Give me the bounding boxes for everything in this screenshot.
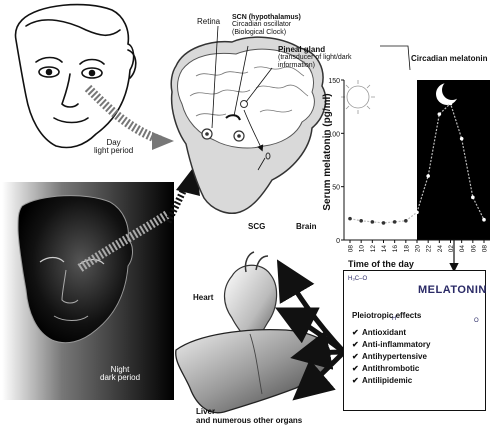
effects-list: ✔Antioxidant✔Anti-inflammatory✔Antihyper… [352, 327, 430, 387]
x-tick-label: 22 [426, 245, 433, 253]
x-tick-label: 16 [392, 245, 399, 253]
data-point [415, 210, 419, 215]
day-label-period: light period [94, 146, 134, 156]
heart-label: Heart [193, 293, 214, 302]
day-label-title: Day [106, 138, 121, 147]
x-tick-label: 20 [415, 245, 422, 253]
check-icon: ✔ [352, 352, 359, 361]
scn-label: SCN (hypothalamus) Circadian oscillator … [232, 14, 301, 36]
x-tick-label: 06 [470, 245, 477, 253]
effect-label: Antihypertensive [362, 352, 427, 361]
x-tick-label: 08 [348, 245, 355, 253]
y-tick-label: 0 [336, 238, 340, 245]
effect-item: ✔Antihypertensive [352, 351, 430, 363]
check-icon: ✔ [352, 364, 359, 373]
day-arrow [152, 132, 174, 150]
x-tick-label: 10 [359, 245, 366, 253]
effect-label: Antioxidant [362, 328, 406, 337]
liver-label-sub: and numerous other organs [196, 416, 303, 425]
scn-title: SCN (hypothalamus) [232, 14, 301, 21]
brain-label: Brain [296, 222, 317, 231]
data-point [437, 112, 442, 116]
dark-period-band [417, 80, 490, 240]
check-icon: ✔ [352, 376, 359, 385]
label-leaders [211, 25, 411, 171]
x-tick-label: 14 [381, 245, 388, 253]
liver-label-title: Liver [196, 407, 216, 416]
data-point [471, 195, 475, 200]
day-face-illustration [14, 3, 137, 149]
y-axis-label: Serum melatonin (pg/ml) [322, 93, 333, 210]
scn-line2: Circadian oscillator [232, 21, 292, 29]
x-axis-label: Time of the day [348, 259, 414, 269]
x-tick-label: 24 [437, 245, 444, 253]
pineal-label: Pineal gland (transducer of light/dark i… [278, 45, 352, 69]
night-label-title: Night [110, 365, 130, 374]
melatonin-chart: 0 50 100 150 08 10 12 14 16 18 20 22 24 02 04 06 08 [328, 78, 490, 252]
data-point [370, 220, 375, 224]
data-point [381, 221, 386, 225]
brain-illustration [170, 36, 327, 214]
x-tick-label: 04 [459, 245, 466, 253]
x-tick-label: 12 [370, 245, 377, 253]
pleiotropic-heading: Pleiotropic effects [352, 311, 422, 320]
data-point [404, 219, 408, 223]
molecule-h-label: H [392, 316, 397, 322]
effect-label: Antilipidemic [362, 376, 413, 385]
pineal-title: Pineal gland [278, 45, 326, 54]
data-point [392, 220, 397, 224]
scg-label: SCG [248, 222, 266, 231]
data-point [482, 217, 486, 222]
x-tick-label: 02 [448, 245, 455, 253]
circadian-melatonin-label: Circadian melatonin [411, 54, 488, 63]
check-icon: ✔ [352, 328, 359, 337]
melatonin-title: MELATONIN [418, 284, 487, 296]
data-point [348, 216, 352, 221]
liver-illustration [175, 329, 331, 414]
y-tick-label: 100 [328, 131, 340, 138]
effect-item: ✔Antithrombotic [352, 363, 430, 375]
night-face-illustration [17, 195, 133, 344]
scn-line3: (Biological Clock) [232, 28, 287, 36]
x-tick-label: 08 [482, 245, 489, 253]
night-arrow [164, 178, 192, 224]
molecule-o-label: O [474, 318, 479, 324]
day-retina-pathway [84, 84, 162, 145]
effect-label: Anti-inflammatory [362, 340, 431, 349]
effect-item: ✔Antilipidemic [352, 375, 430, 387]
y-tick-label: 50 [332, 185, 340, 192]
melatonin-effects-box [343, 270, 486, 411]
data-point [426, 174, 430, 178]
data-point [448, 101, 453, 106]
effect-item: ✔Antioxidant [352, 327, 430, 339]
x-tick-label: 18 [403, 245, 410, 253]
chart-axes: 0 50 100 150 08 10 12 14 16 18 20 22 24 02 04 06 08 [328, 78, 490, 252]
effect-arrows [275, 259, 347, 401]
night-retina-pathway [77, 210, 171, 272]
data-point [459, 136, 464, 141]
moon-icon [436, 80, 462, 105]
retina-label: Retina [197, 17, 221, 26]
data-point [359, 219, 363, 223]
night-label-period: dark period [100, 373, 141, 383]
pineal-line2: (transducer of light/dark [278, 54, 352, 62]
pineal-line3: information) [278, 61, 315, 69]
effect-item: ✔Anti-inflammatory [352, 339, 430, 351]
y-tick-label: 150 [328, 78, 340, 85]
melatonin-series [348, 101, 486, 225]
sun-icon [341, 80, 375, 114]
check-icon: ✔ [352, 340, 359, 349]
molecule-methoxy-label: H₃C–O [348, 276, 368, 282]
effect-label: Antithrombotic [362, 364, 420, 373]
